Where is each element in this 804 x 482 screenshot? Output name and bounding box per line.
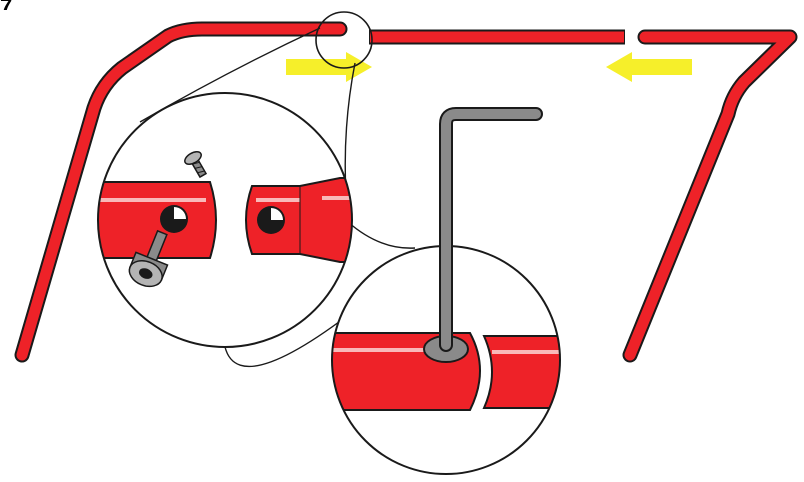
detail-circle-outline-a [97,92,353,348]
callout-marker [315,11,373,69]
tube-end-left [98,181,217,259]
right-frame-tube [622,29,798,363]
step-number: 7. [0,0,18,10]
tube-assembled-right [482,335,560,409]
small-screw-icon [184,151,208,179]
socket-head-bolt-icon [128,229,169,288]
hex-key-icon [439,107,543,352]
left-frame-tube [14,21,348,363]
arrow-right-icon [286,52,372,82]
detail-joint-exploded [98,93,352,347]
arrow-left-icon [606,52,692,82]
tube-end-right [245,177,352,263]
detail-joint-assembled [332,246,560,474]
